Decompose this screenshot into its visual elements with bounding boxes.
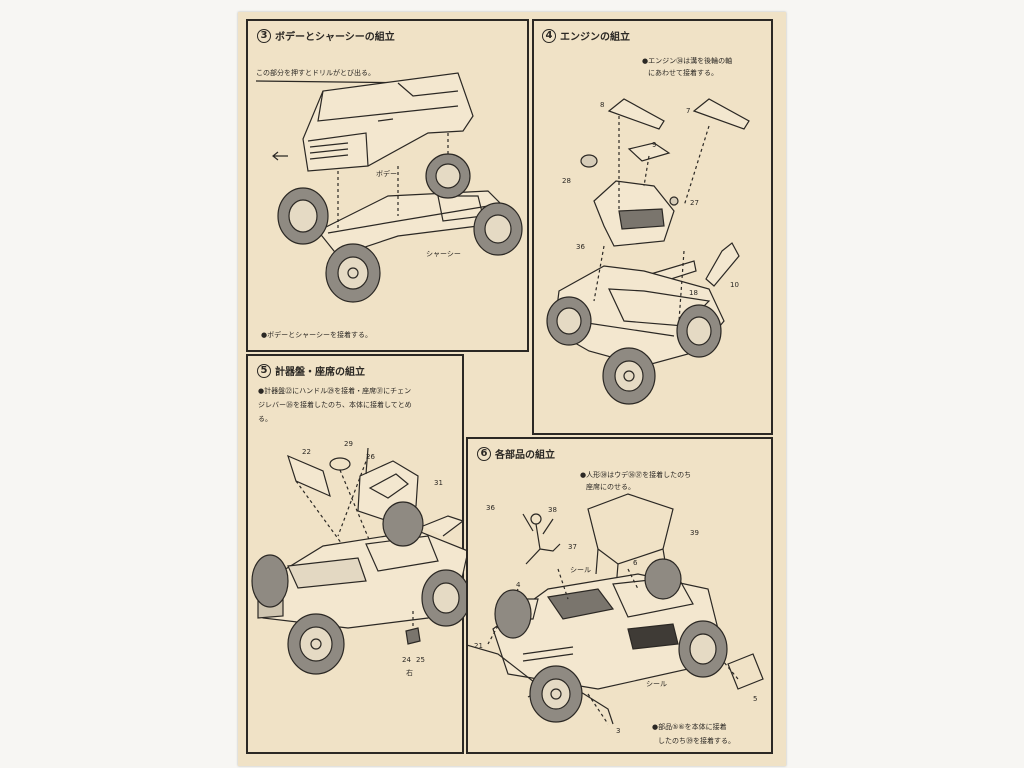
panel-5-instruction-2: ジレバー㉖を接着したのち、本体に接着してとめ [258, 401, 412, 409]
step-number-5: 5 [257, 363, 271, 378]
panel-3-title-text: ボデーとシャーシーの組立 [275, 32, 395, 43]
panel-5-instruction-3: る。 [258, 415, 272, 423]
part-31-label: 31 [434, 479, 443, 487]
dashboard-seat-illustration [248, 356, 466, 756]
panel-6-instruction-2: 座席にのせる。 [586, 483, 635, 491]
step-number-6: 6 [477, 446, 491, 461]
panel-body-chassis-assembly: 3 ボデーとシャーシーの組立 この部分を押すとドリルがとび出る。 [246, 19, 529, 352]
step-number-3: 3 [257, 28, 271, 43]
part-36-label: 36 [576, 243, 585, 251]
panel-5-title: 5 計器盤・座席の組立 [257, 363, 365, 378]
part-37-label: 37 [568, 543, 577, 551]
panel-6-instruction-1: ●人形㊳はウデ㊱㊲を接着したのち [580, 471, 692, 479]
part-4-label: 4 [516, 581, 521, 589]
panel-5-title-text: 計器盤・座席の組立 [275, 367, 365, 378]
seal-label-bottom: シール [646, 680, 667, 688]
panel-4-title-text: エンジンの組立 [560, 32, 630, 43]
part-24-label: 24 [402, 656, 411, 664]
part-27-label: 27 [690, 199, 699, 207]
right-label: 右 [406, 669, 413, 677]
chassis-label: シャーシー [426, 250, 461, 258]
panel-3-title: 3 ボデーとシャーシーの組立 [257, 28, 395, 43]
part-29-label: 29 [344, 440, 353, 448]
panel-6-footer-2: したのち㊴を接着する。 [658, 737, 735, 745]
part-5-label: 5 [753, 695, 758, 703]
part-38-label: 38 [548, 506, 557, 514]
panel-engine-assembly: 4 エンジンの組立 ●エンジン㉞は溝を後輪の軸 にあわせて接着する。 [532, 19, 773, 435]
panel-4-instruction-1: ●エンジン㉞は溝を後輪の軸 [642, 57, 733, 65]
panel-dashboard-seat-assembly: 5 計器盤・座席の組立 ●計器盤㉒にハンドル㉙を接着・座席㉛にチェン ジレバー㉖… [246, 354, 466, 756]
drill-callout: この部分を押すとドリルがとび出る。 [256, 69, 375, 77]
part-10-label: 10 [730, 281, 739, 289]
part-18-label: 18 [689, 289, 698, 297]
part-22-label: 22 [302, 448, 311, 456]
panel-4-title: 4 エンジンの組立 [542, 28, 630, 43]
part-36-label: 36 [486, 504, 495, 512]
part-25-label: 25 [416, 656, 425, 664]
part-8-label: 8 [600, 101, 605, 109]
seal-label-top: シール [570, 566, 591, 574]
part-26-label: 26 [366, 453, 375, 461]
part-39-label: 39 [690, 529, 699, 537]
panel-6-footer-1: ●部品⑤⑥を本体に接着 [652, 723, 727, 731]
parts-assembly-illustration [468, 439, 775, 756]
instruction-sheet: 3 ボデーとシャーシーの組立 この部分を押すとドリルがとび出る。 [238, 12, 786, 766]
part-28-label: 28 [562, 177, 571, 185]
body-chassis-illustration [248, 21, 531, 354]
panel-6-title: 6 各部品の組立 [477, 446, 555, 461]
part-7-label: 7 [686, 107, 691, 115]
panel-6-title-text: 各部品の組立 [495, 450, 555, 461]
engine-illustration [534, 21, 775, 437]
step-number-4: 4 [542, 28, 556, 43]
panel-4-instruction-2: にあわせて接着する。 [648, 69, 718, 77]
part-3-label: 3 [616, 727, 621, 735]
body-label: ボデー [376, 170, 397, 178]
part-6-label: 6 [633, 559, 638, 567]
panel-3-instruction: ●ボデーとシャーシーを接着する。 [261, 331, 372, 339]
part-9-label: 9 [652, 141, 657, 149]
panel-parts-assembly: 6 各部品の組立 ●人形㊳はウデ㊱㊲を接着したのち 座席にのせる。 [466, 437, 773, 754]
panel-5-instruction-1: ●計器盤㉒にハンドル㉙を接着・座席㉛にチェン [258, 387, 412, 395]
part-21-label: 21 [474, 642, 483, 650]
